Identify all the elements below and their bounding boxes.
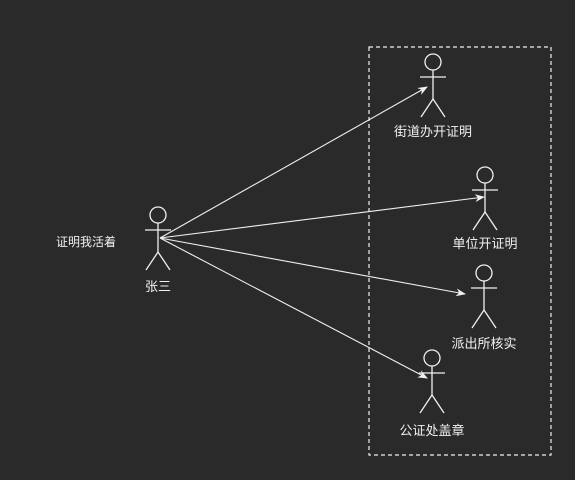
actor-leg-left: [420, 98, 434, 118]
arrow-to-gongzhengchu: [159, 237, 428, 379]
actor-label-paichusuo: 派出所核实: [451, 337, 517, 352]
actor-label-jiedaoban: 街道办开证明: [393, 125, 473, 140]
actor-leg-left: [145, 251, 159, 271]
actor-leg-right: [483, 309, 497, 329]
actor-zhangsan[interactable]: [145, 206, 171, 271]
arrow-to-jiedaoban: [159, 86, 428, 239]
actor-danwei[interactable]: [472, 166, 498, 231]
arrow-to-danwei: [159, 194, 485, 239]
actor-head: [423, 349, 441, 367]
actor-leg-right: [432, 98, 446, 118]
actor-paichusuo[interactable]: [471, 264, 497, 329]
actor-head: [475, 264, 493, 282]
actor-leg-right: [484, 211, 498, 231]
actor-head: [149, 206, 167, 224]
actor-label-gongzhengchu: 公证处盖章: [399, 424, 465, 439]
system-boundary: [368, 46, 552, 456]
actor-leg-left: [472, 211, 486, 231]
actor-leg-right: [431, 394, 445, 414]
actor-leg-left: [419, 394, 433, 414]
actor-gongzhengchu[interactable]: [419, 349, 445, 414]
actor-head: [476, 166, 494, 184]
arrow-to-paichusuo: [159, 237, 466, 297]
actor-label-zhangsan: 张三: [144, 280, 172, 295]
actor-label-danwei: 单位开证明: [452, 237, 518, 252]
actor-leg-left: [471, 309, 485, 329]
actor-jiedaoban[interactable]: [420, 53, 446, 118]
actor-head: [424, 53, 442, 71]
note-text: 证明我活着: [56, 235, 117, 249]
actor-leg-right: [157, 251, 171, 271]
